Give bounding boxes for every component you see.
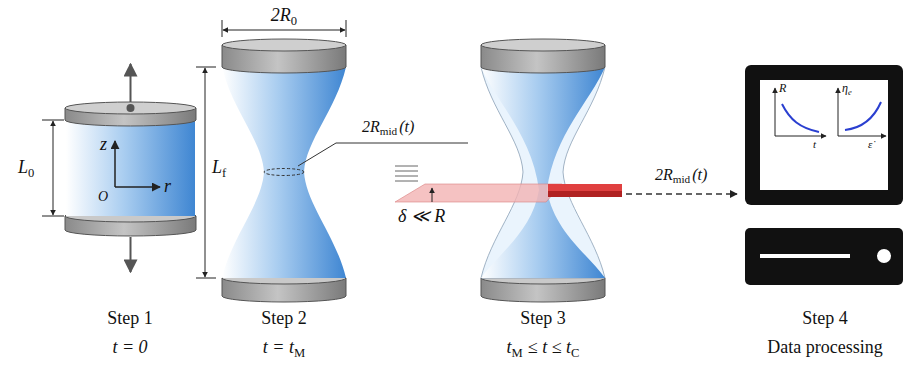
dimension-label: L0 bbox=[18, 157, 34, 178]
sheet-thickness-label: δ ≪ R bbox=[398, 206, 445, 227]
label-text: 2R bbox=[271, 5, 291, 25]
plot-axis-label: t bbox=[813, 138, 816, 151]
label-text: ε̇ bbox=[868, 138, 872, 150]
dimension-label: 2R0 bbox=[271, 5, 297, 26]
label-text: (t) bbox=[692, 166, 707, 183]
origin-label: O bbox=[98, 189, 108, 205]
subscript-text: 0 bbox=[291, 14, 297, 28]
axis-label: r bbox=[164, 176, 171, 197]
subscript-text: M bbox=[294, 346, 305, 360]
axis-label: z bbox=[100, 134, 107, 155]
label-text: L bbox=[18, 157, 28, 177]
label-text: η bbox=[842, 81, 848, 95]
label-text: 2R bbox=[655, 166, 673, 183]
plot-axis-label: ε̇ bbox=[868, 138, 872, 151]
label-text: Step 3 bbox=[520, 308, 566, 328]
step2-bridge bbox=[196, 20, 468, 302]
subscript-text: C bbox=[571, 346, 579, 360]
time-caption: tM ≤ t ≤ tC bbox=[507, 337, 580, 358]
label-text: r bbox=[164, 176, 171, 196]
plot-axis-label: R bbox=[779, 82, 786, 96]
step-caption: Step 4 bbox=[802, 308, 848, 329]
label-text: t = 0 bbox=[112, 337, 147, 357]
label-text: z bbox=[100, 134, 107, 154]
label-text: (t) bbox=[399, 118, 414, 135]
label-text: Step 2 bbox=[261, 308, 307, 328]
subscript-text: mid bbox=[380, 125, 397, 137]
label-text: δ ≪ R bbox=[398, 206, 445, 226]
step-caption: Step 1 bbox=[107, 308, 153, 329]
radius-label: 2Rmid(t) bbox=[655, 166, 707, 184]
subscript-text: e bbox=[848, 88, 852, 97]
subscript-text: f bbox=[222, 166, 226, 180]
step3-thinning bbox=[395, 39, 737, 302]
label-text: Step 1 bbox=[107, 308, 153, 328]
label-text: R bbox=[779, 81, 786, 95]
step-caption: Step 2 bbox=[261, 308, 307, 329]
step-caption: Step 3 bbox=[520, 308, 566, 329]
time-caption: t = 0 bbox=[112, 337, 147, 358]
plot-axis-label: ηe bbox=[842, 82, 852, 96]
time-caption: t = tM bbox=[263, 337, 305, 358]
dimension-label: Lf bbox=[212, 157, 226, 178]
step-caption: Data processing bbox=[767, 337, 882, 358]
label-text: t bbox=[507, 337, 512, 357]
label-text: L bbox=[212, 157, 222, 177]
label-text: 2R bbox=[362, 118, 380, 135]
subscript-text: mid bbox=[673, 173, 690, 185]
label-text: Data processing bbox=[767, 337, 882, 357]
label-text: Step 4 bbox=[802, 308, 848, 328]
radius-label: 2Rmid(t) bbox=[362, 118, 414, 136]
computer-icon bbox=[745, 65, 903, 285]
label-text: t = t bbox=[263, 337, 294, 357]
subscript-text: M bbox=[512, 346, 523, 360]
label-text: t bbox=[813, 138, 816, 150]
label-text: ≤ t ≤ t bbox=[528, 337, 571, 357]
subscript-text: 0 bbox=[28, 166, 34, 180]
step1-cylinder bbox=[42, 64, 196, 272]
label-text: O bbox=[98, 189, 108, 204]
